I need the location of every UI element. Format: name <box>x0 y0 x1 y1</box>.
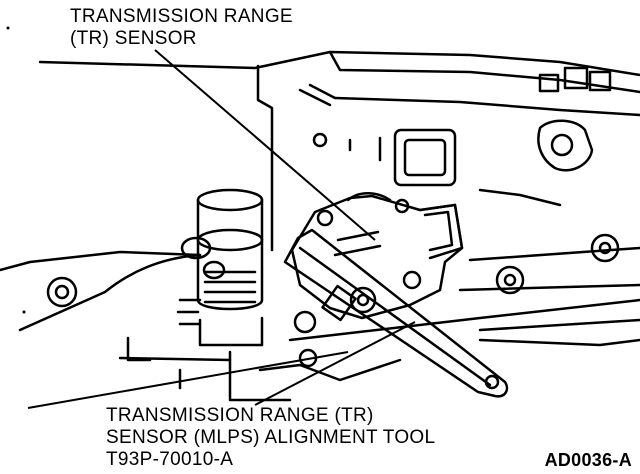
alignment-tool-label-line-1: TRANSMISSION RANGE (TR) <box>106 405 374 426</box>
case-details <box>298 66 612 207</box>
transmission-case <box>0 50 640 402</box>
scan-speck <box>6 26 10 30</box>
tool-leader-line-right <box>254 321 416 406</box>
alignment-tool-label-line-3: T93P-70010-A <box>106 449 234 470</box>
alignment-tool <box>283 228 509 398</box>
tool-leader-line-left <box>27 351 349 409</box>
alignment-tool-label-line-2: SENSOR (MLPS) ALIGNMENT TOOL <box>106 427 436 448</box>
case-bolts <box>46 233 620 368</box>
scan-speck <box>22 310 26 314</box>
figure-code: AD0036-A <box>544 450 632 470</box>
tr-sensor-label-line-1: TRANSMISSION RANGE <box>70 6 293 27</box>
alignment-tool-callout-label: TRANSMISSION RANGE (TR) SENSOR (MLPS) AL… <box>106 405 435 471</box>
tr-sensor-callout-label: TRANSMISSION RANGE (TR) SENSOR <box>70 6 293 50</box>
servo-cylinder <box>176 188 264 347</box>
tr-sensor <box>290 192 464 320</box>
tr-sensor-label-line-2: (TR) SENSOR <box>70 28 197 49</box>
tr-sensor-leader-line <box>154 49 376 241</box>
